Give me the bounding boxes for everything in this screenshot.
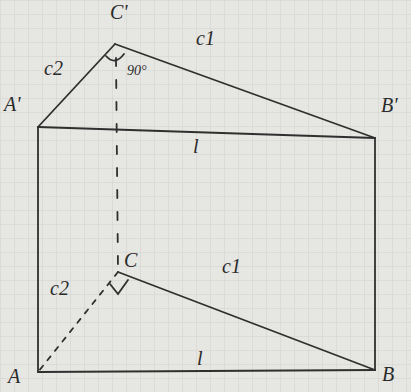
vertex-or-edge-label: C' — [110, 2, 128, 22]
edge-c2-top — [38, 44, 115, 127]
vertex-or-edge-label: l — [197, 348, 203, 368]
vertex-or-edge-label: B' — [381, 95, 398, 115]
vertex-or-edge-label: B — [382, 364, 394, 384]
hidden-edge-c2 — [38, 272, 118, 372]
edge-right — [374, 138, 376, 370]
edge-l-top — [38, 127, 375, 138]
vertex-or-edge-label: c1 — [196, 28, 215, 48]
vertex-or-edge-label: c1 — [222, 256, 241, 276]
right-angle-arc — [106, 54, 124, 61]
vertex-or-edge-label: C — [124, 250, 137, 270]
edge-left — [37, 127, 39, 372]
vertex-or-edge-label: 90° — [127, 64, 147, 78]
vertex-or-edge-label: c2 — [50, 278, 69, 298]
vertex-or-edge-label: A — [8, 366, 20, 386]
vertex-or-edge-label: c2 — [44, 58, 63, 78]
right-angle-check — [110, 280, 128, 294]
edge-c1-bottom — [118, 272, 375, 370]
vertex-or-edge-label: l — [193, 136, 199, 156]
hidden-edge-vertical — [116, 58, 118, 270]
edge-c1-top — [115, 44, 375, 138]
vertex-or-edge-label: A' — [4, 94, 21, 114]
edge-l-bottom — [38, 370, 375, 372]
